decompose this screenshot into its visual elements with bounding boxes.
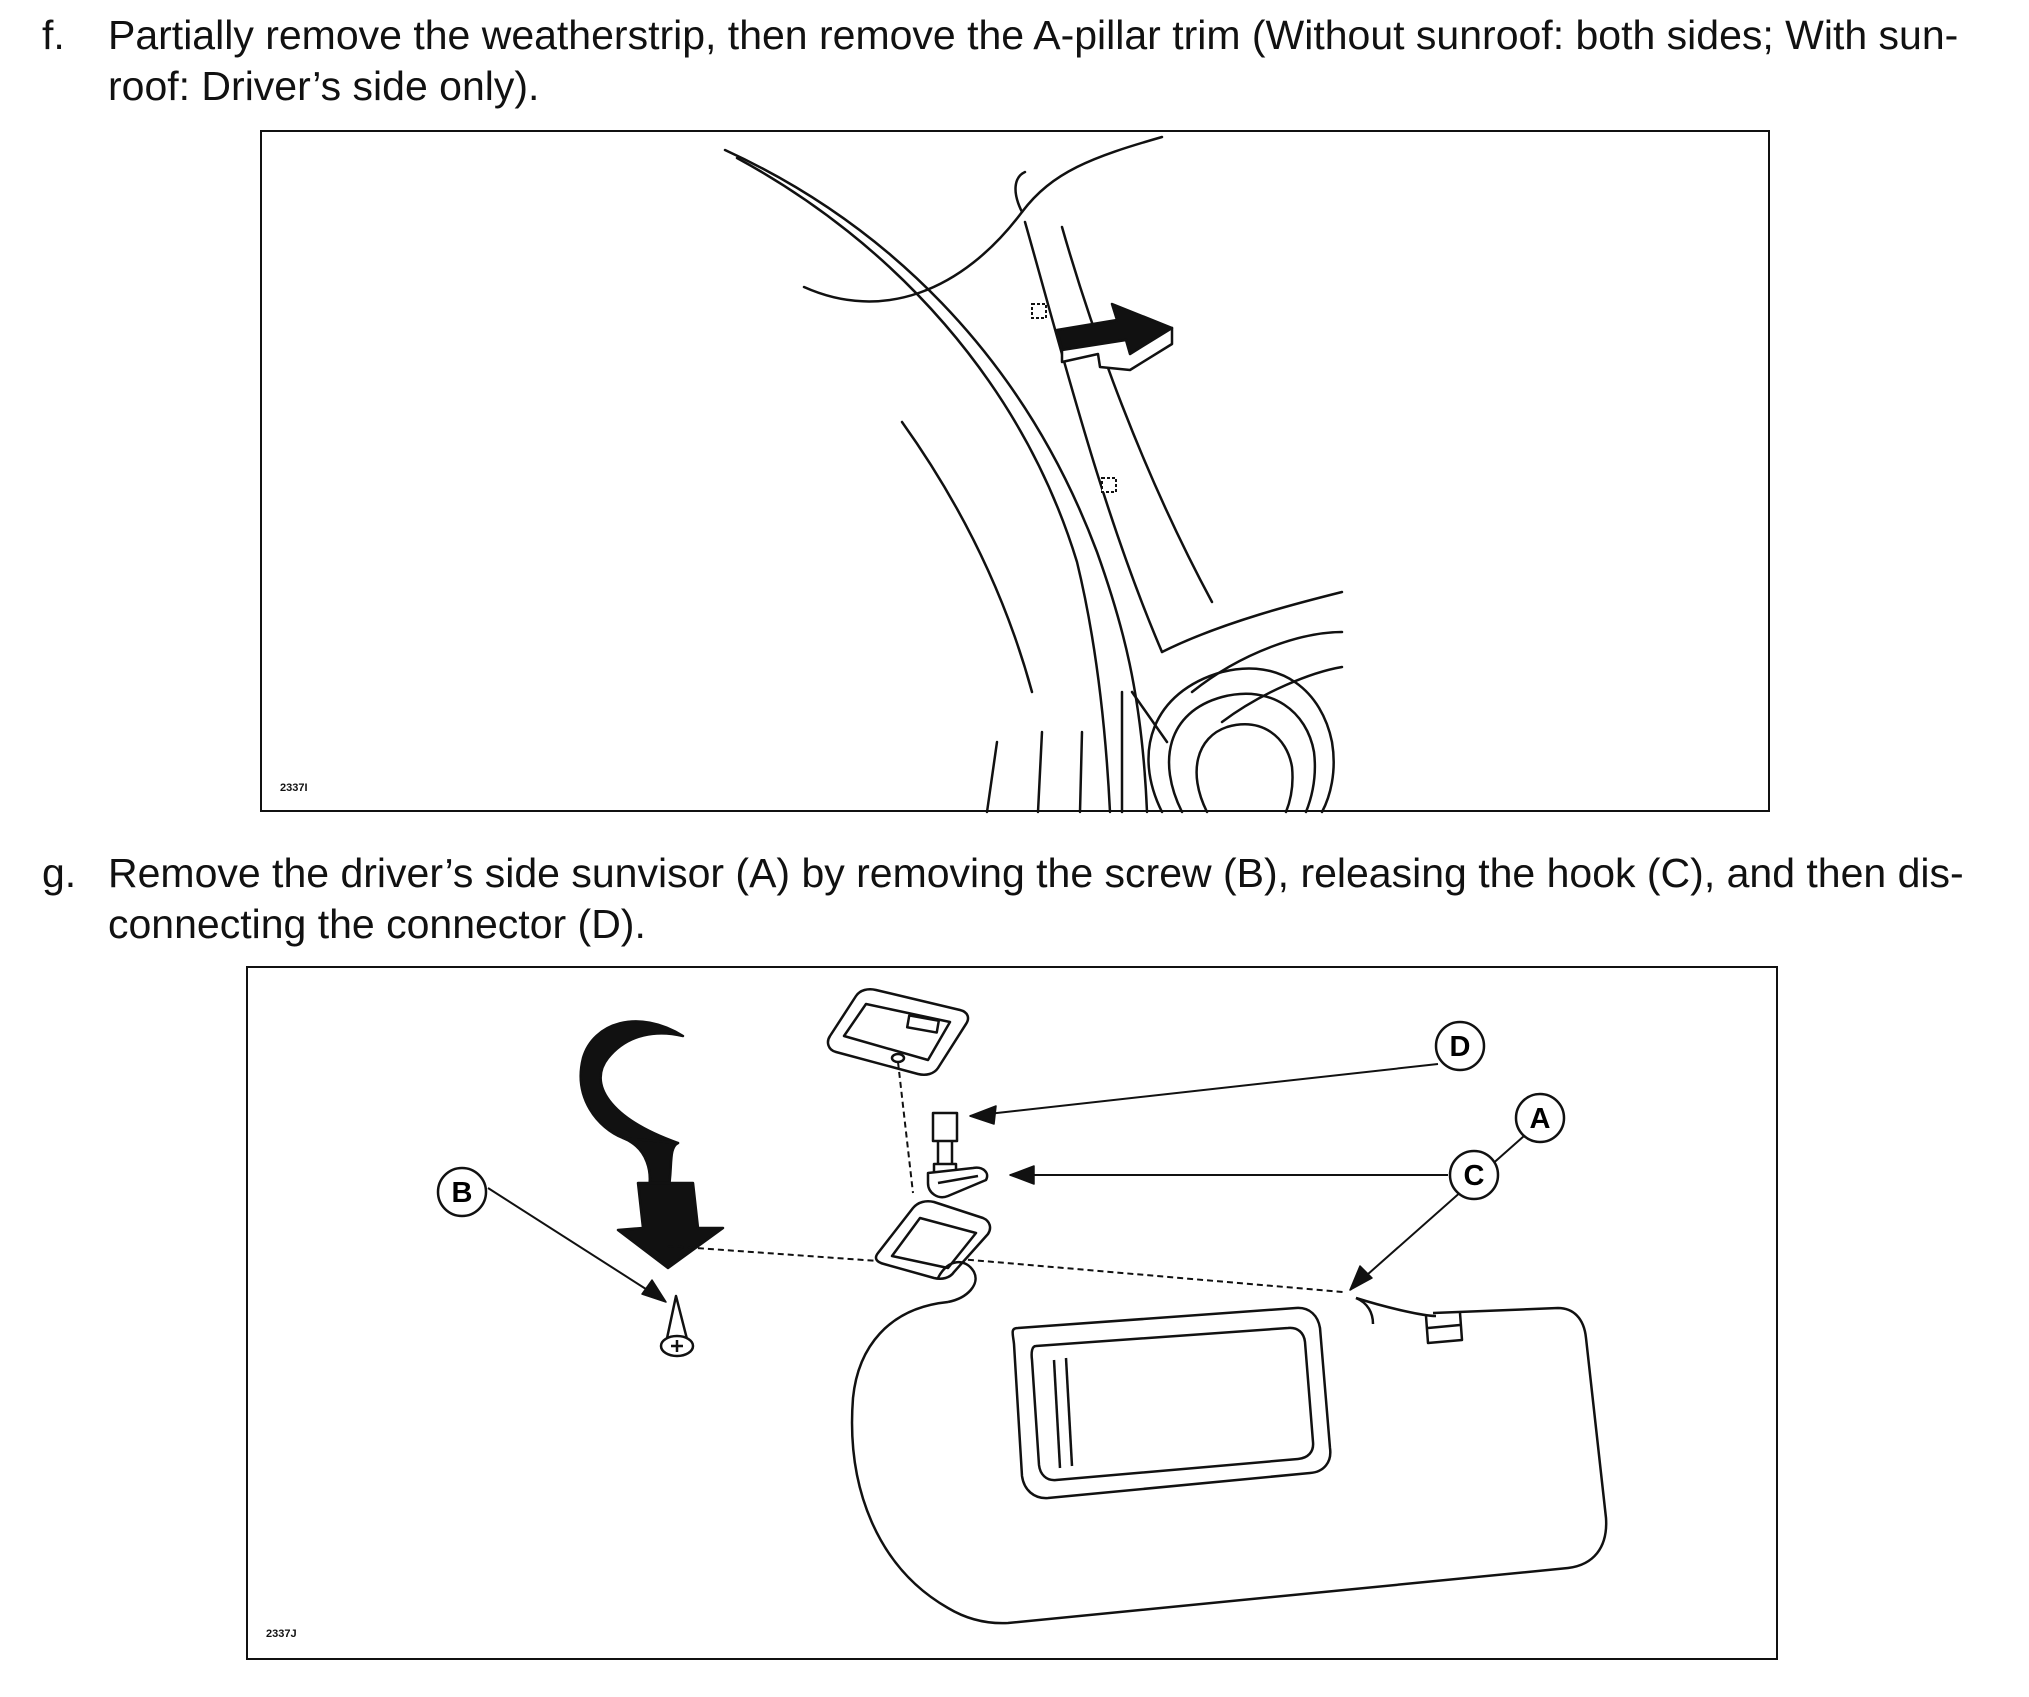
callout-d-label: D [1450, 1031, 1471, 1063]
callout-c-label: C [1464, 1160, 1485, 1192]
sunvisor-drawing: D C A B [436, 988, 1608, 1625]
step-g-letter: g. [42, 850, 77, 896]
figure-id: 2337J [266, 1628, 297, 1640]
step-f-letter: f. [42, 12, 65, 58]
a-pillar-trim-illustration: 2337I [260, 130, 1770, 814]
figure-id: 2337I [280, 782, 308, 794]
step-g-text: Remove the driver’s side sunvisor (A) by… [108, 850, 1964, 947]
callout-c-circle [1448, 1149, 1500, 1201]
callout-b-label: B [452, 1177, 473, 1209]
callout-b-circle [436, 1166, 488, 1218]
a-pillar-drawing [723, 135, 1344, 814]
sunvisor-removal-illustration: D C A B 2337J [246, 966, 1778, 1660]
callout-a-circle [1514, 1092, 1566, 1144]
callout-a-label: A [1530, 1103, 1551, 1135]
step-f-text: Partially remove the weatherstrip, then … [108, 12, 1959, 109]
callout-d-circle [1434, 1020, 1486, 1072]
